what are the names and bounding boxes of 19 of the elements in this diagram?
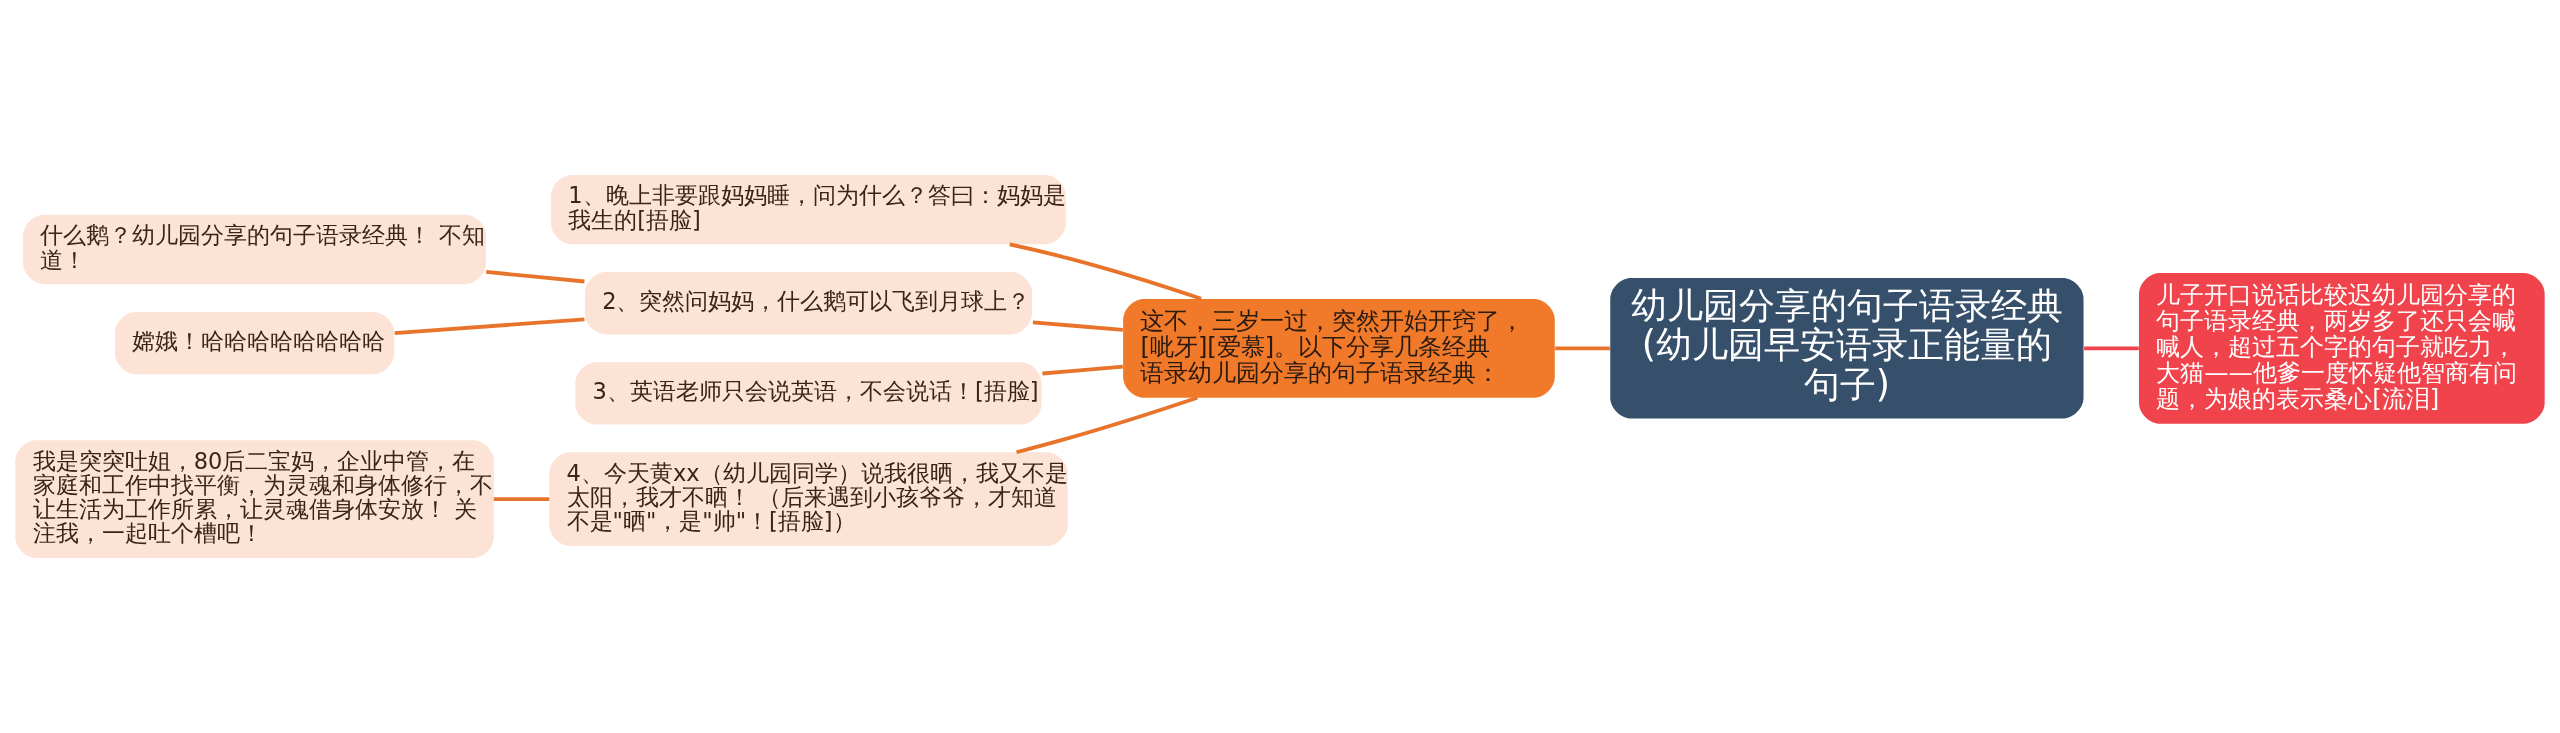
- connector: [1009, 242, 1202, 301]
- connector: [394, 317, 585, 335]
- node-box: 我是突突吐姐，80后二宝妈，企业中管，在家庭和工作中找平衡，为灵魂和身体修行，不让生活为工作所累，让灵魂借身体安放！ 关注我，一起吐个槽吧！: [15, 440, 494, 559]
- connector: [1032, 320, 1123, 332]
- connector: [2084, 346, 2139, 351]
- node-box: 2、突然问妈妈，什么鹅可以飞到月球上？: [584, 272, 1033, 335]
- node-box: 1、晚上非要跟妈妈睡，问为什么？答曰：妈妈是我生的[捂脸]: [551, 174, 1066, 245]
- node-box: 4、今天黄xx（幼儿园同学）说我很晒，我又不是太阳，我才不晒！ （后来遇到小孩爷爷，才知道不是"晒"，是"帅"！[捂脸]）: [549, 452, 1068, 546]
- node-box: 什么鹅？幼儿园分享的句子语录经典！ 不知道！: [23, 214, 486, 285]
- node-box: 3、英语老师只会说英语，不会说话！[捂脸]: [575, 362, 1042, 425]
- connector: [1042, 364, 1123, 376]
- connector: [485, 270, 585, 284]
- node-box: 嫦娥！哈哈哈哈哈哈哈哈: [115, 311, 395, 375]
- node-box: 幼儿园分享的句子语录经典(幼儿园早安语录正能量的句子): [1610, 278, 2084, 419]
- node-box: 这不，三岁一过，突然开始开窍了，[呲牙][爱慕]。以下分享几条经典语录幼儿园分享的句子语录经典：: [1123, 298, 1555, 398]
- connector: [493, 497, 550, 502]
- node-box: 儿子开口说话比较迟幼儿园分享的句子语录经典，两岁多了还只会喊喊人，超过五个字的句子就吃力，大猫——他爹一度怀疑他智商有问题，为娘的表示桑心[流泪]: [2139, 272, 2545, 424]
- connector: [1016, 395, 1198, 455]
- connector: [1555, 346, 1610, 351]
